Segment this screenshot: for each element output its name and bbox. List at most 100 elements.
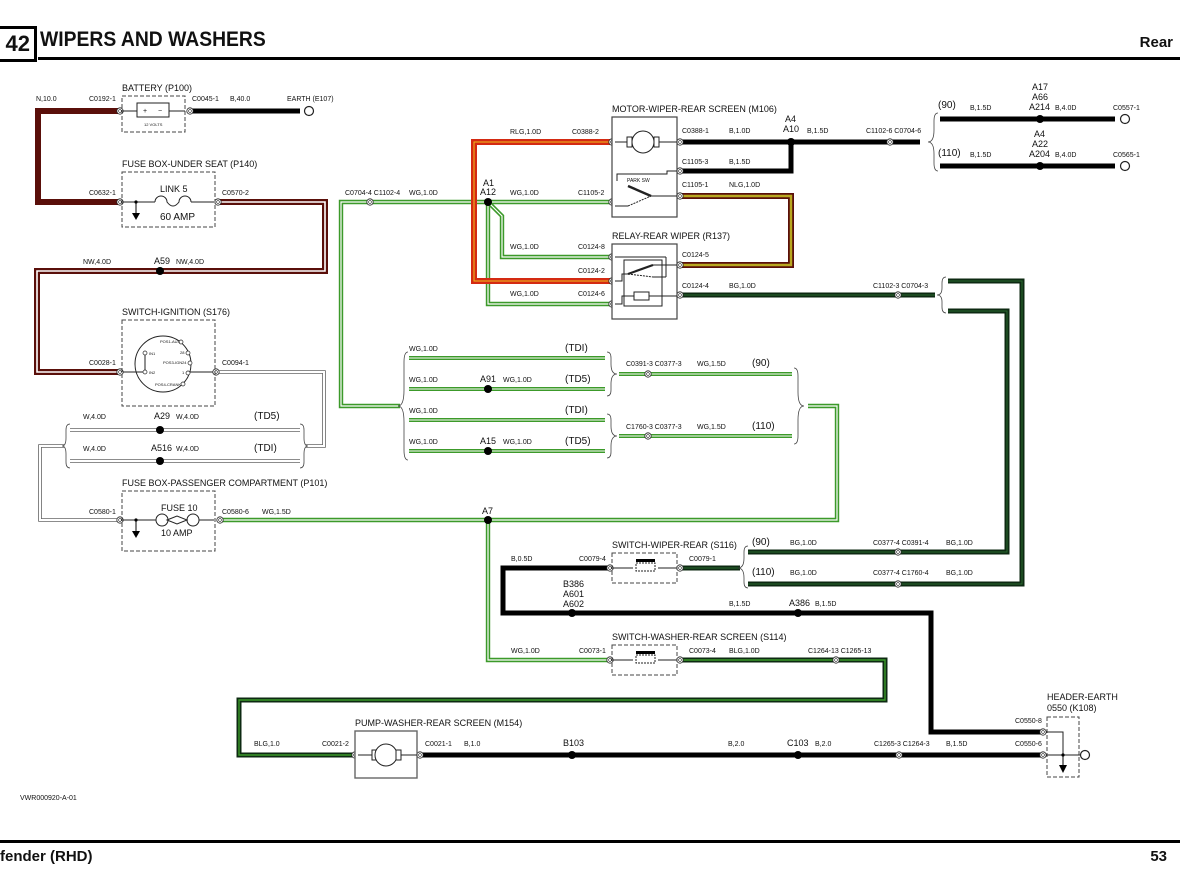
label: A204 — [1029, 149, 1050, 159]
label: B,1.0 — [464, 741, 480, 748]
motor-wiper-title: MOTOR-WIPER-REAR SCREEN (M106) — [612, 104, 777, 114]
label: WG,1.0D — [409, 190, 438, 197]
ground-arrow-icon — [1059, 765, 1067, 773]
label: C1105-3 — [682, 159, 708, 166]
wire-rlg-1-0 — [471, 139, 612, 284]
label: A15 — [480, 436, 496, 446]
pump-washer-rear[interactable]: PUMP-WASHER-REAR SCREEN (M154) — [354, 718, 522, 779]
fuse-box-passenger[interactable]: FUSE 10 10 AMP FUSE BOX-PASSENGER COMPAR… — [121, 478, 327, 552]
label: C0580-6 — [222, 509, 249, 516]
label: WG,1.0D — [409, 439, 438, 446]
label: W,4.0D — [83, 414, 106, 421]
battery-component[interactable]: + − 12 VOLTS BATTERY (P100) — [121, 83, 192, 133]
header-rule — [38, 57, 1180, 60]
label: A4 — [1034, 129, 1045, 139]
label: A22 — [1032, 139, 1048, 149]
header-earth-title-2: 0550 (K108) — [1047, 703, 1097, 713]
label: C0192-1 — [89, 96, 116, 103]
section-number: 42 — [0, 26, 37, 62]
label: C0124-8 — [578, 244, 605, 251]
label: WG,1.0D — [409, 346, 438, 353]
label: WG,1.0D — [409, 377, 438, 384]
splice-a1 — [484, 198, 492, 206]
motor-wiper-rear[interactable]: PARK SW MOTOR-WIPER-REAR SCREEN (M106) — [611, 104, 777, 218]
splice-a91 — [484, 385, 492, 393]
label: BG,1.0D — [946, 540, 973, 547]
label: WG,1.0D — [503, 439, 532, 446]
label: WG,1.0D — [409, 408, 438, 415]
page-title: WIPERS AND WASHERS — [40, 28, 266, 51]
section-subtitle: Rear — [1139, 34, 1173, 51]
label: B,4.0D — [1055, 105, 1076, 112]
label: A10 — [783, 124, 799, 134]
label: C0580-1 — [89, 509, 116, 516]
header-earth[interactable]: HEADER-EARTH 0550 (K108) — [1046, 692, 1118, 778]
label: A601 — [563, 589, 584, 599]
label: A214 — [1029, 102, 1050, 112]
pos-ign: POS3-IGN — [163, 360, 182, 365]
wire-nlg-1-0 — [680, 193, 794, 268]
label: B,1.5D — [807, 128, 828, 135]
label: BG,1.0D — [790, 570, 817, 577]
label: WG,1.0D — [503, 377, 532, 384]
label: B,40.0 — [230, 96, 250, 103]
label: C0079-1 — [689, 556, 716, 563]
splice-c103 — [794, 751, 802, 759]
pump-motor-icon — [374, 743, 398, 767]
label: C0124-4 — [682, 283, 709, 290]
fuse-10-rating: 10 AMP — [161, 528, 193, 538]
label: WG,1.0D — [510, 291, 539, 298]
label: BG,1.0D — [946, 570, 973, 577]
earth-e107-label: EARTH (E107) — [287, 96, 334, 103]
ground-arrow-icon — [132, 531, 140, 538]
wire-nw-4 — [34, 199, 328, 375]
label: WG,1.5D — [697, 361, 726, 368]
wire-n-10 — [35, 108, 120, 205]
label: C0028-1 — [89, 360, 116, 367]
ignition-title: SWITCH-IGNITION (S176) — [122, 307, 230, 317]
fuse-box-under-seat[interactable]: LINK 5 60 AMP FUSE BOX-UNDER SEAT (P140) — [121, 159, 257, 228]
label: BLG,1.0D — [729, 648, 760, 655]
battery-title: BATTERY (P100) — [122, 83, 192, 93]
splice-b103 — [568, 751, 576, 759]
relay-contact-icon — [627, 263, 654, 276]
label: (TDI) — [254, 443, 277, 454]
ignition-switch[interactable]: POS1-AUX 28 POS3-IGN 24 1 POS4-CRANK IN1… — [121, 307, 230, 407]
splice-a15 — [484, 447, 492, 455]
label: (110) — [752, 567, 775, 578]
relay-coil-icon — [633, 291, 650, 301]
label: B,1.0D — [729, 128, 750, 135]
label: C0377-4 C1760-4 — [873, 570, 929, 577]
relay-rear-wiper[interactable]: RELAY-REAR WIPER (R137) — [611, 231, 730, 320]
park-switch-icon — [627, 184, 652, 198]
drawing-reference: VWR000920-A-01 — [20, 795, 77, 802]
label: WG,1.0D — [510, 244, 539, 251]
label: B,2.0 — [815, 741, 831, 748]
label: NW,4.0D — [176, 259, 204, 266]
splice-a214 — [1036, 115, 1044, 123]
label: C0079-4 — [579, 556, 606, 563]
label: B,1.5D — [729, 159, 750, 166]
label: A602 — [563, 599, 584, 609]
label: W,4.0D — [176, 414, 199, 421]
label: C1760-3 C0377-3 — [626, 424, 682, 431]
label: WG,1.0D — [510, 190, 539, 197]
label: (90) — [752, 358, 770, 369]
label: (TDI) — [565, 405, 588, 416]
label: (TD5) — [254, 411, 280, 422]
switch-washer-rear[interactable]: SWITCH-WASHER-REAR SCREEN (S114) — [611, 632, 787, 676]
label: BLG,1.0 — [254, 741, 280, 748]
label: (TD5) — [565, 436, 591, 447]
label: C0388-1 — [682, 128, 709, 135]
switch-washer-title: SWITCH-WASHER-REAR SCREEN (S114) — [612, 632, 787, 642]
label: (90) — [752, 537, 770, 548]
label: RLG,1.0D — [510, 129, 541, 136]
label: A516 — [151, 443, 172, 453]
label: N,10.0 — [36, 96, 57, 103]
splice-a602 — [568, 609, 576, 617]
battery-voltage: 12 VOLTS — [144, 122, 163, 127]
label: B103 — [563, 738, 584, 748]
label: BG,1.0D — [790, 540, 817, 547]
switch-wiper-rear[interactable]: SWITCH-WIPER-REAR (S116) — [611, 540, 737, 584]
label: B,2.0 — [728, 741, 744, 748]
